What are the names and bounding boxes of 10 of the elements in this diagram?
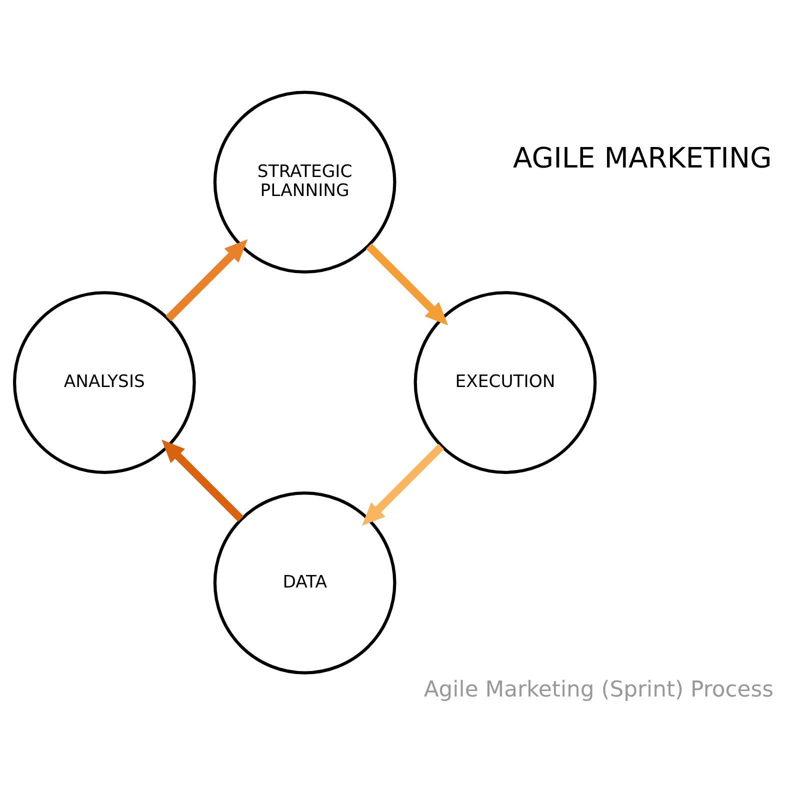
- node-circle: EXECUTION: [414, 290, 597, 474]
- arrow: [362, 443, 444, 526]
- arrow: [162, 439, 244, 522]
- node-circle: STRATEGIC PLANNING: [213, 90, 396, 274]
- arrow: [366, 242, 448, 325]
- arrow: [166, 238, 248, 321]
- node-circle: DATA: [213, 491, 396, 674]
- node-circle: ANALYSIS: [12, 290, 196, 474]
- label: AGILE MARKETING: [513, 140, 772, 174]
- caption: Agile Marketing (Sprint) Process: [424, 677, 774, 702]
